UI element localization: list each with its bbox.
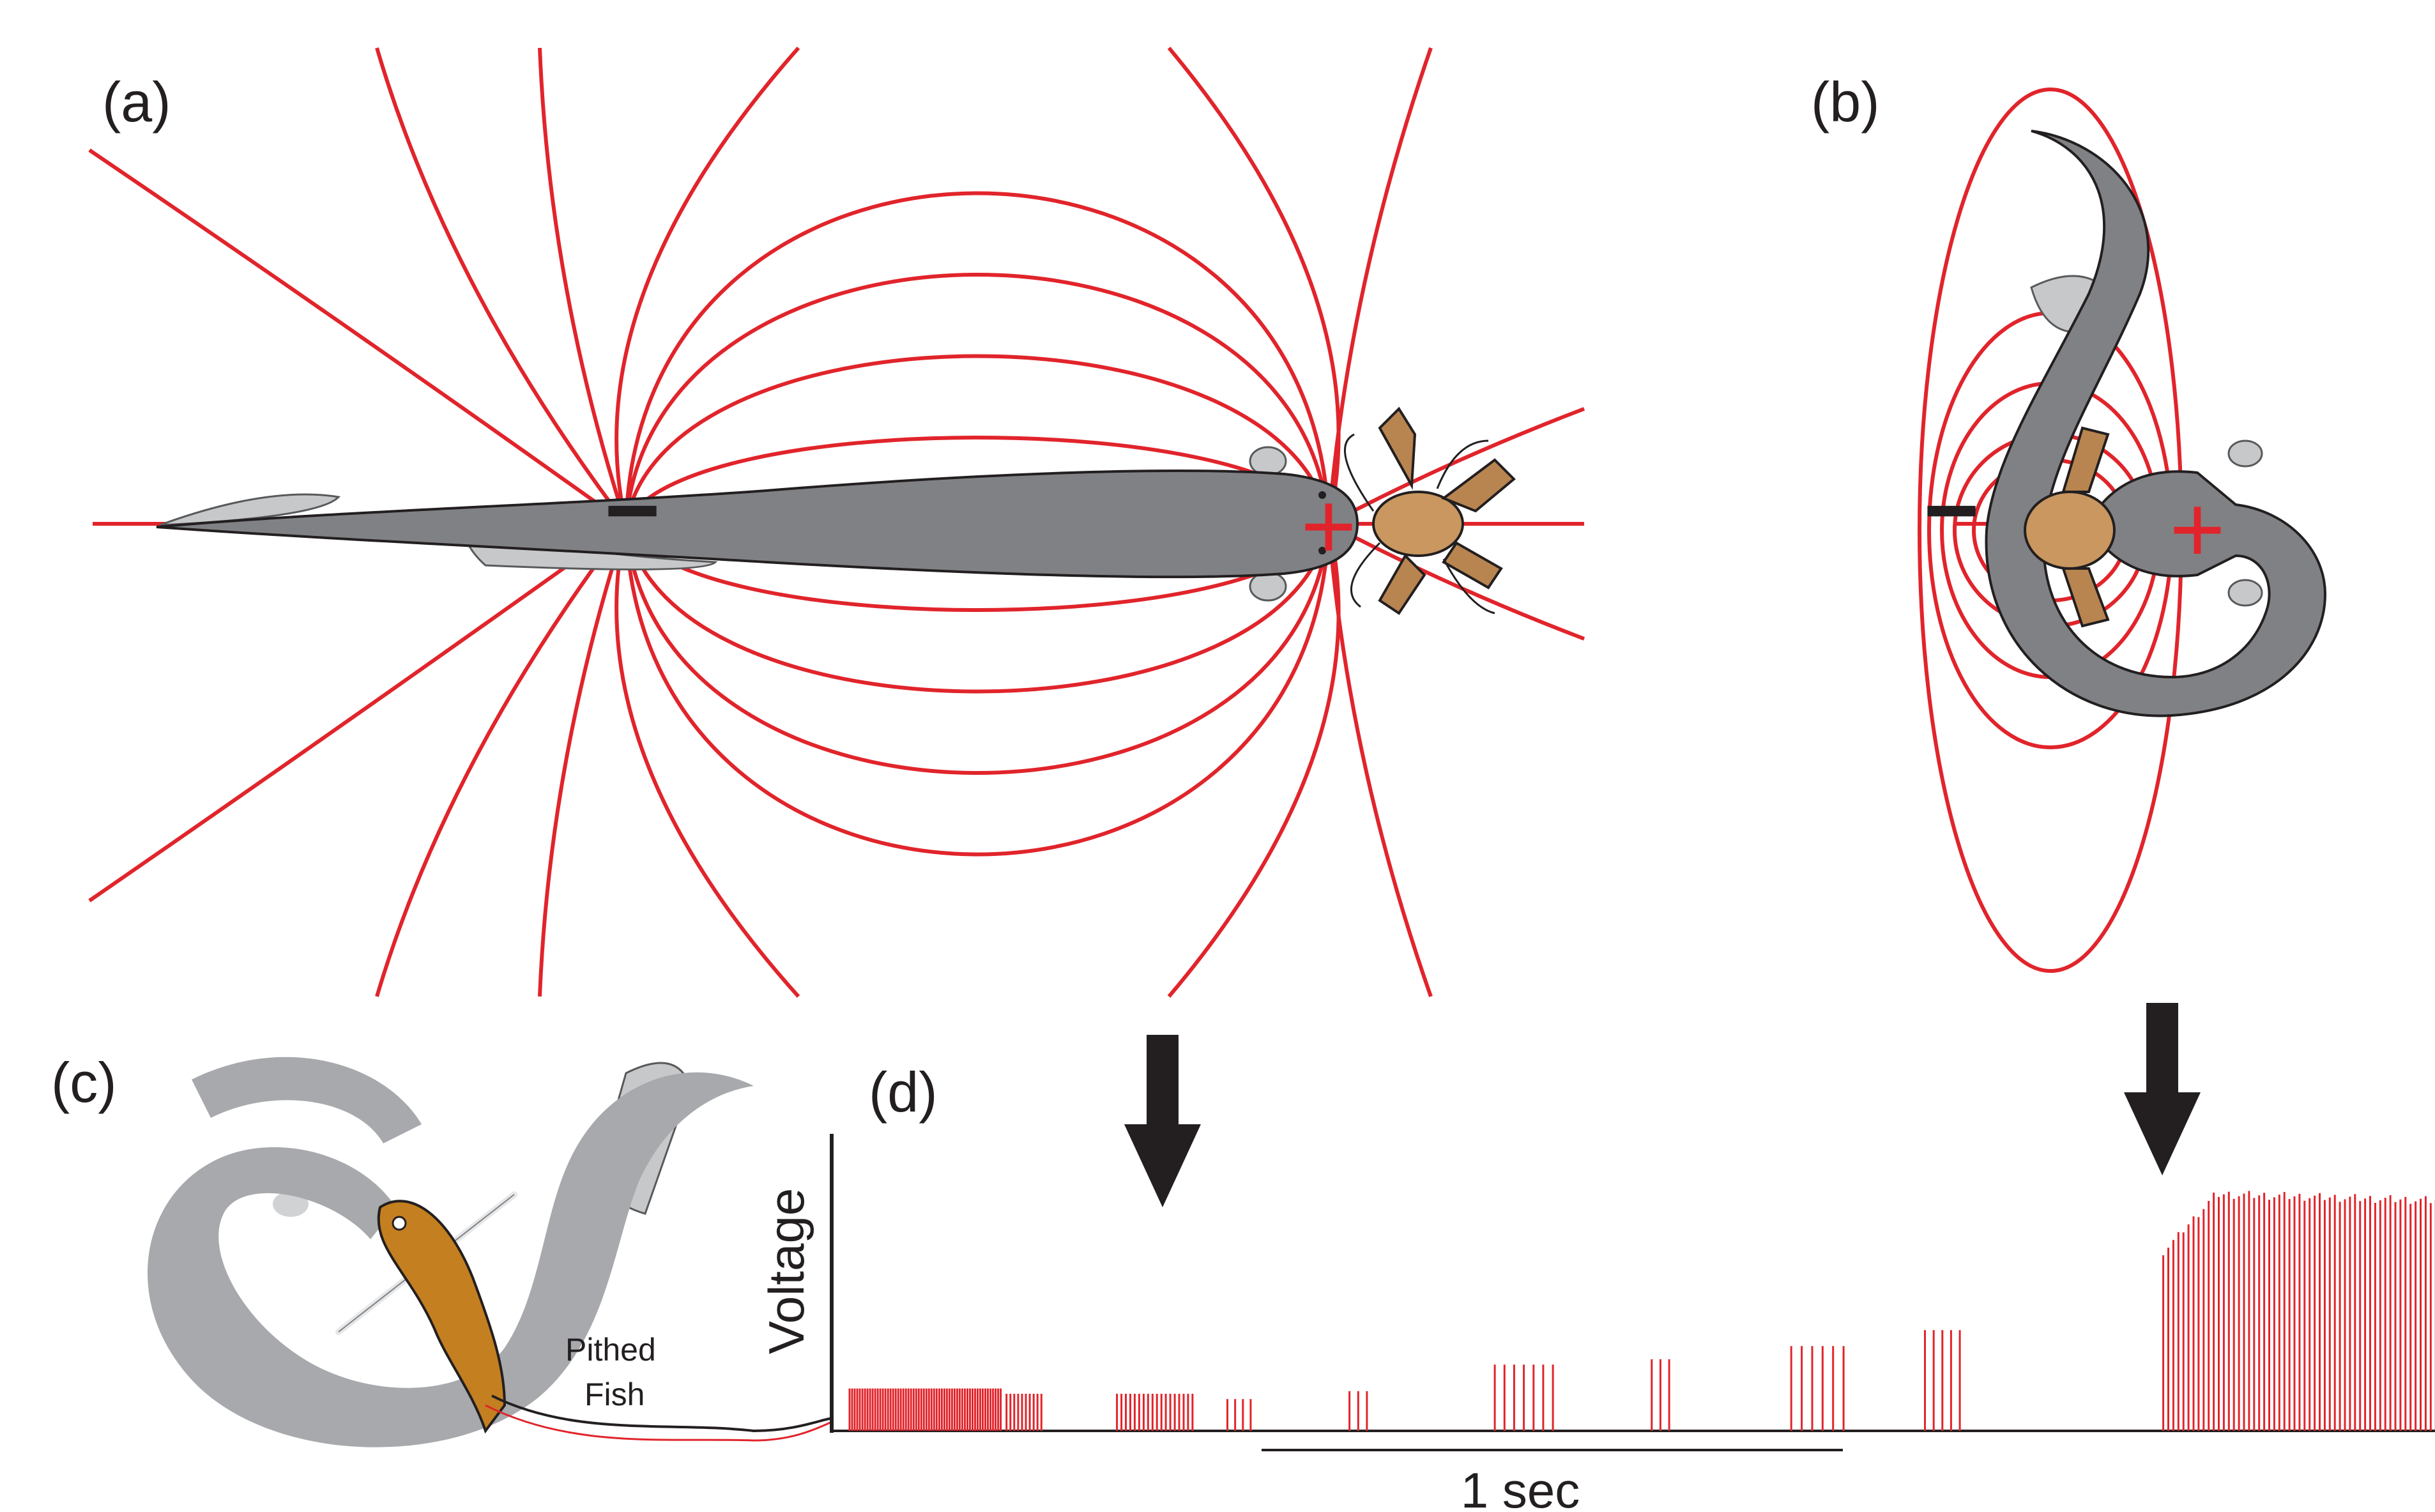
negative-pole: − [604, 456, 660, 563]
eel-coiled-b [1985, 130, 2327, 717]
eel-body [147, 1072, 754, 1447]
electrode-wire [485, 1404, 834, 1442]
pithed-label: Pithed [565, 1332, 656, 1368]
negative-pole: − [1923, 456, 1980, 563]
panel-b: (b) − + [1811, 70, 2327, 973]
positive-pole: + [1301, 472, 1357, 579]
panel-b-label: (b) [1811, 70, 1880, 134]
y-axis-label: Voltage [758, 1188, 814, 1354]
eel-straight [156, 446, 1359, 602]
time-scale-label: 1 sec [1461, 1462, 1580, 1512]
crayfish-a [1344, 406, 1516, 615]
eel-head [192, 1057, 422, 1143]
panel-a-label: (a) [102, 70, 171, 134]
panel-d-label: (d) [869, 1060, 938, 1124]
panel-c: (c) Pithed Fish [51, 1051, 834, 1447]
eye [1318, 547, 1326, 554]
eel-body [1985, 130, 2327, 717]
arrow-down-icon [1124, 1035, 1201, 1207]
panel-d: (d) Voltage 1 sec [758, 1060, 2435, 1512]
crayfish-b [2024, 426, 2116, 628]
eye [1318, 491, 1326, 499]
panel-a: (a) [88, 47, 1585, 998]
pectoral-fin [2227, 579, 2263, 607]
pithed-fish [377, 1200, 507, 1434]
electrode-wire [491, 1394, 834, 1433]
eel-body [156, 470, 1359, 579]
panel-c-label: (c) [51, 1051, 117, 1114]
pectoral-fin [273, 1191, 309, 1217]
eel-coiled-c [147, 1057, 754, 1447]
fish-label: Fish [584, 1377, 645, 1412]
positive-pole: + [2169, 475, 2225, 583]
arrow-down-icon [2124, 1003, 2201, 1175]
pectoral-fin [2227, 439, 2263, 468]
voltage-trace [848, 1191, 2435, 1431]
